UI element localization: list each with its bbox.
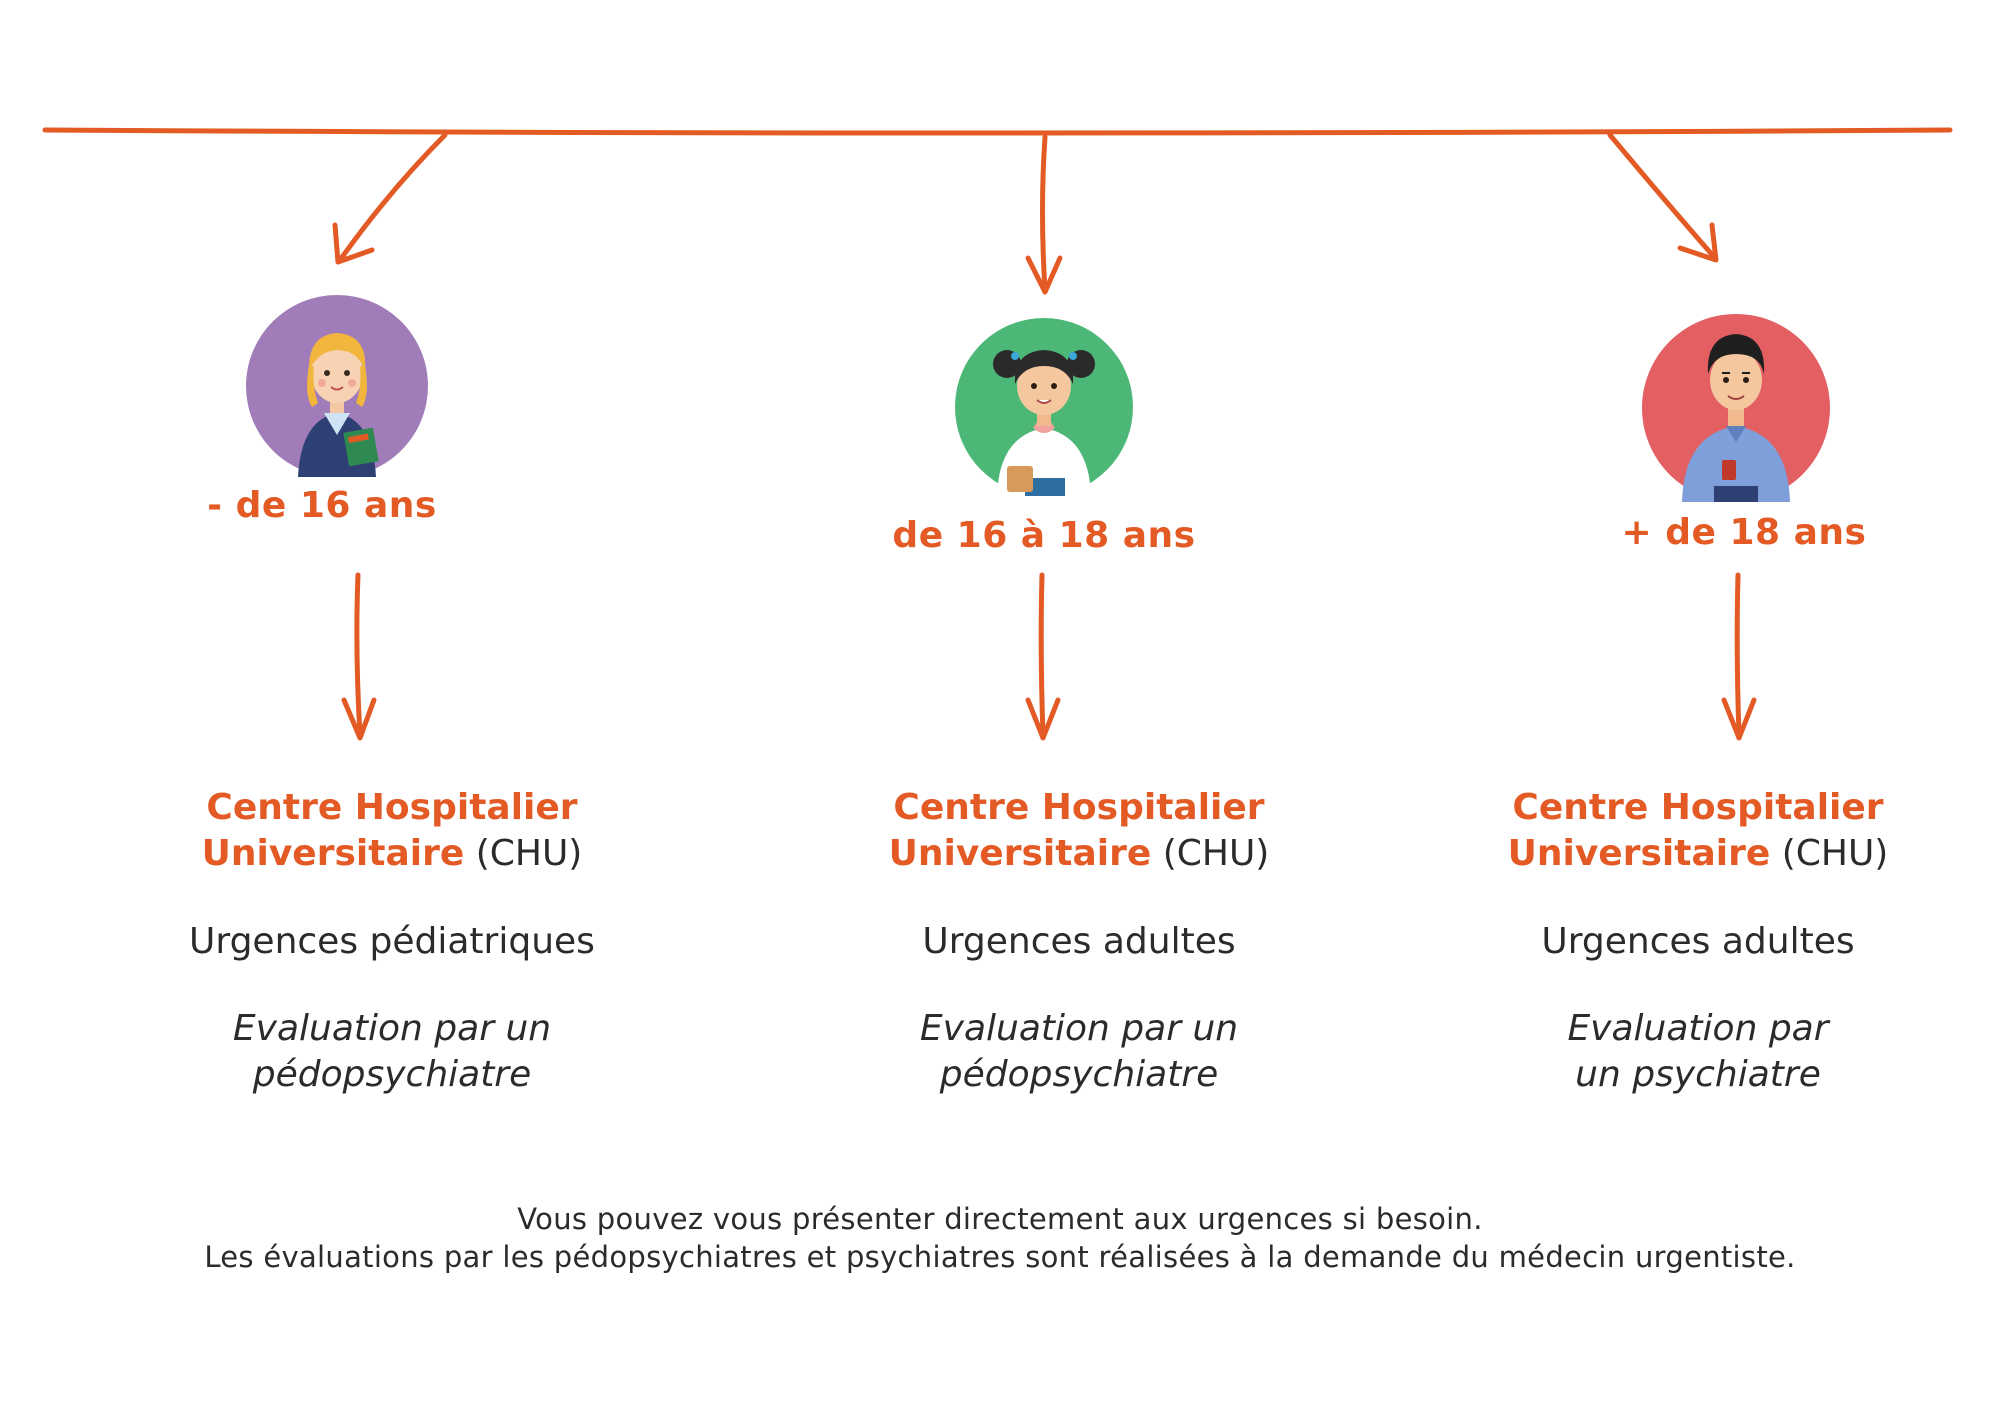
evaluation-line2: pédopsychiatre [939,1054,1219,1095]
evaluation-line1: Evaluation par un [232,1008,552,1049]
arrow-branch-2 [1040,134,1048,293]
evaluation-line2: pédopsychiatre [252,1054,532,1095]
arrow-down-2 [1038,572,1046,738]
hospital-name-line1: Centre Hospitalier [1512,787,1884,828]
arrow-down-3-head [1721,697,1757,741]
evaluation-text: Evaluation par un pédopsychiatre [799,1006,1359,1098]
arrow-branch-1 [337,132,448,263]
girl-schoolchild-avatar-icon [246,295,428,477]
emergency-service: Urgences adultes [1541,921,1855,962]
footer-note: Vous pouvez vous présenter directement a… [0,1200,2000,1276]
info-block-under-16: Centre Hospitalier Universitaire (CHU) U… [112,785,672,1098]
arrow-down-2-head [1025,697,1061,741]
age-label-over-18: + de 18 ans [1621,512,1867,553]
arrow-branch-2-head [1025,255,1063,295]
evaluation-line2: un psychiatre [1575,1054,1821,1095]
hospital-name: Centre Hospitalier Universitaire (CHU) [112,785,672,877]
hospital-name: Centre Hospitalier Universitaire (CHU) [799,785,1359,877]
evaluation-text: Evaluation par un pédopsychiatre [112,1006,672,1098]
hospital-acronym: (CHU) [1781,833,1889,874]
hospital-acronym: (CHU) [1162,833,1270,874]
hospital-name-line1: Centre Hospitalier [893,787,1265,828]
evaluation-line1: Evaluation par [1567,1008,1829,1049]
top-horizontal-line [42,127,1953,136]
info-block-over-18: Centre Hospitalier Universitaire (CHU) U… [1418,785,1978,1098]
emergency-service: Urgences pédiatriques [189,921,595,962]
hospital-name-line2: Universitaire [1507,833,1771,874]
footer-line2: Les évaluations par les pédopsychiatres … [204,1240,1796,1274]
footer-line1: Vous pouvez vous présenter directement a… [517,1202,1483,1236]
arrow-branch-3 [1607,132,1718,261]
arrow-branch-3-head [1677,222,1719,263]
hospital-name: Centre Hospitalier Universitaire (CHU) [1418,785,1978,877]
emergency-service: Urgences adultes [922,921,1236,962]
arrow-down-1-head [341,697,377,741]
age-label-under-16: - de 16 ans [207,485,437,526]
teen-girl-avatar-icon [955,318,1133,496]
hospital-acronym: (CHU) [475,833,583,874]
age-label-16-to-18: de 16 à 18 ans [892,515,1196,556]
info-block-16-to-18: Centre Hospitalier Universitaire (CHU) U… [799,785,1359,1098]
arrow-branch-1-head [332,222,375,265]
hospital-name-line1: Centre Hospitalier [206,787,578,828]
adult-man-avatar-icon [1642,314,1830,502]
evaluation-text: Evaluation par un psychiatre [1418,1006,1978,1098]
hospital-name-line2: Universitaire [201,833,465,874]
arrow-down-1 [354,572,363,738]
hospital-name-line2: Universitaire [888,833,1152,874]
evaluation-line1: Evaluation par un [919,1008,1239,1049]
arrow-down-3 [1734,572,1742,738]
